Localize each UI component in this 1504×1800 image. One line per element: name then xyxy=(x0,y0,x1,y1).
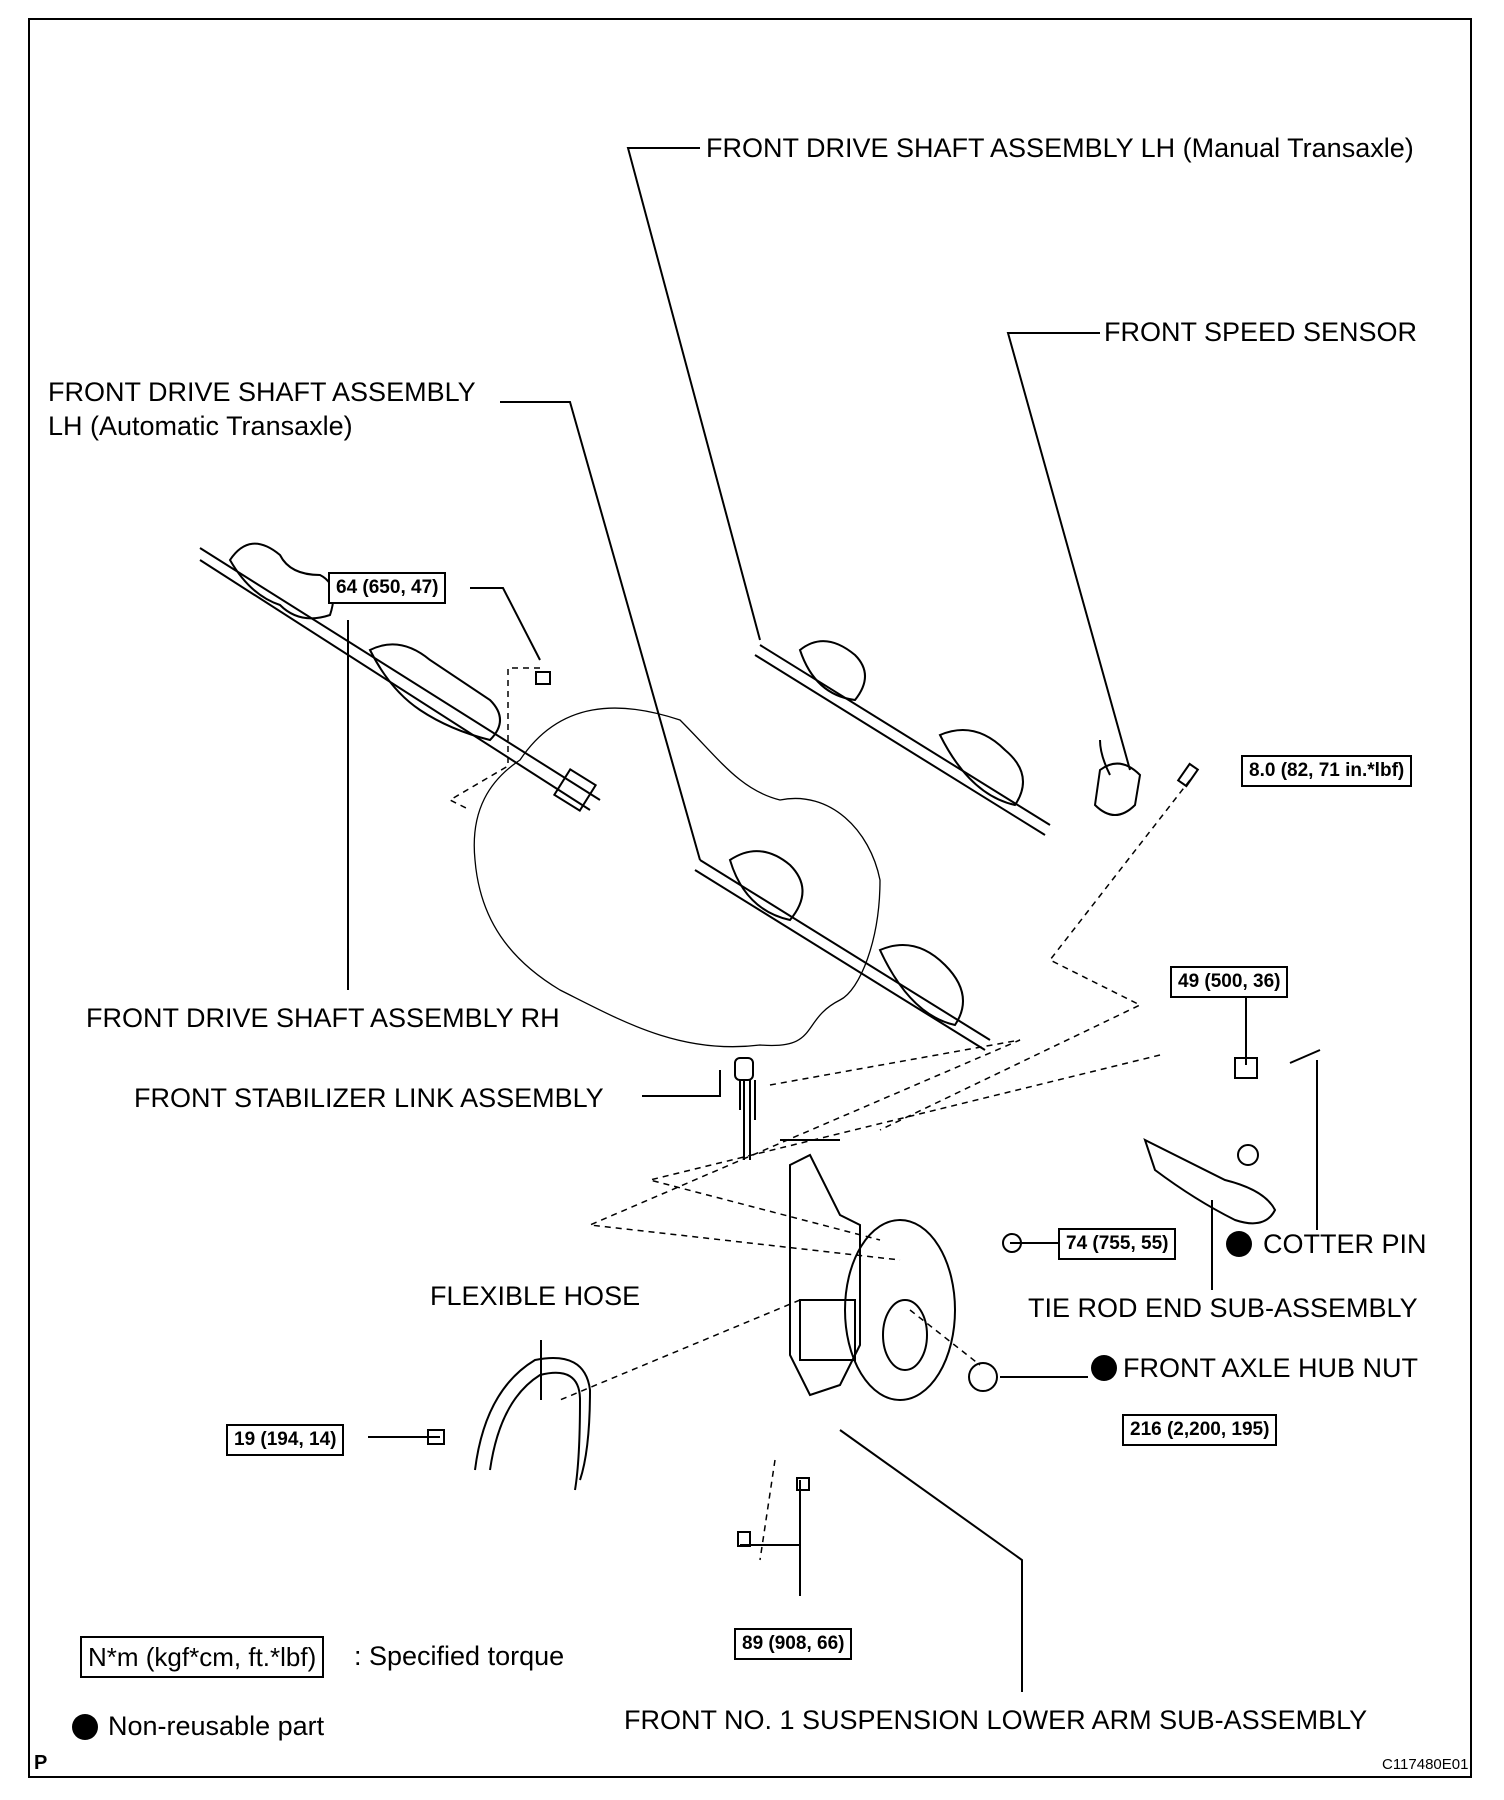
label-axle-hub-nut: FRONT AXLE HUB NUT xyxy=(1123,1353,1419,1383)
label-lower-arm: FRONT NO. 1 SUSPENSION LOWER ARM SUB-ASS… xyxy=(624,1705,1368,1735)
legend-torque-text: : Specified torque xyxy=(354,1641,565,1671)
stabilizer-link-drawing xyxy=(734,1057,754,1160)
dash-hub xyxy=(909,1309,981,1366)
figure-code: C117480E01 xyxy=(1382,1756,1469,1773)
leader-shaft-lh-auto xyxy=(500,401,701,861)
transaxle-outline xyxy=(473,707,881,1048)
dash-lower-arm xyxy=(759,1459,776,1561)
leader-shaft-lh-manual xyxy=(626,147,761,641)
dash-sensor xyxy=(879,779,1191,1131)
shaft-lh-manual-drawing xyxy=(754,640,1051,836)
torque-hub-nut: 216 (2,200, 195) xyxy=(1122,1414,1278,1446)
torque-tie-rod-nut: 49 (500, 36) xyxy=(1170,966,1289,998)
label-stabilizer-link: FRONT STABILIZER LINK ASSEMBLY xyxy=(134,1083,604,1113)
torque-stabilizer-nut: 74 (755, 55) xyxy=(1058,1228,1177,1260)
flexible-hose-drawing xyxy=(474,1357,592,1491)
legend-torque-unit: N*m (kgf*cm, ft.*lbf) xyxy=(80,1636,325,1678)
leader-stabilizer xyxy=(642,1070,721,1097)
torque-rh-shaft-bolt: 64 (650, 47) xyxy=(328,572,447,604)
corner-letter: P xyxy=(34,1752,48,1774)
torque-hose-bolt: 19 (194, 14) xyxy=(226,1424,345,1456)
knuckle-disc-drawing xyxy=(739,1080,956,1401)
shaft-lh-auto-drawing xyxy=(694,850,991,1051)
axle-hub-nut-dot xyxy=(1091,1355,1117,1381)
label-flexible-hose: FLEXIBLE HOSE xyxy=(430,1281,641,1311)
legend-nonreusable-text: Non-reusable part xyxy=(108,1711,325,1741)
shaft-rh-drawing xyxy=(199,542,601,813)
leader-lower-arm-bolt xyxy=(740,1544,801,1596)
tie-rod-end-drawing xyxy=(1143,1138,1277,1225)
leader-speed-sensor xyxy=(1006,332,1131,771)
label-shaft-lh-auto-line1: FRONT DRIVE SHAFT ASSEMBLY xyxy=(48,377,476,407)
legend-dot xyxy=(72,1714,98,1740)
torque-lower-arm-bolt: 89 (908, 66) xyxy=(734,1628,853,1660)
dash-hose xyxy=(559,1299,801,1401)
label-shaft-rh: FRONT DRIVE SHAFT ASSEMBLY RH xyxy=(86,1003,560,1033)
leader-lower-arm xyxy=(839,1429,1023,1692)
speed-sensor-drawing xyxy=(1093,739,1200,816)
cotter-pin-dot xyxy=(1226,1231,1252,1257)
diagram-frame xyxy=(28,18,1472,1778)
label-cotter-pin: COTTER PIN xyxy=(1263,1229,1427,1259)
label-speed-sensor: FRONT SPEED SENSOR xyxy=(1104,317,1418,347)
dash-rh-bolt xyxy=(448,667,540,811)
dash-tie-rod xyxy=(649,1054,1161,1241)
label-shaft-lh-auto-line2: LH (Automatic Transaxle) xyxy=(48,411,353,441)
label-tie-rod-end: TIE ROD END SUB-ASSEMBLY xyxy=(1028,1293,1418,1323)
dash-stabilizer xyxy=(587,1039,1021,1261)
label-shaft-lh-manual: FRONT DRIVE SHAFT ASSEMBLY LH (Manual Tr… xyxy=(706,133,1414,163)
leader-rh-bolt xyxy=(470,587,541,661)
torque-speed-sensor-bolt: 8.0 (82, 71 in.*lbf) xyxy=(1241,755,1413,787)
fasteners-drawing xyxy=(427,671,1321,1547)
